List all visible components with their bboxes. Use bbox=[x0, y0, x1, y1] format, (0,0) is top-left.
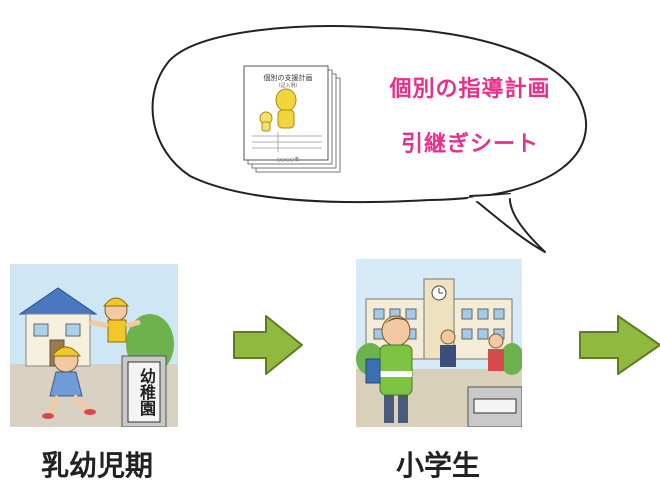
progress-arrow-icon bbox=[579, 315, 660, 375]
kindergarten-illustration: 幼稚園 bbox=[10, 264, 178, 427]
kindergarten-sign: 幼稚園 bbox=[137, 368, 156, 416]
student-child-icon bbox=[440, 329, 504, 371]
booklet-mascot-icon bbox=[259, 88, 297, 132]
booklet-title: 個別の支援計画 bbox=[263, 74, 313, 82]
booklet-footer: ○○○○市 bbox=[276, 157, 300, 163]
student-boy-icon bbox=[365, 315, 413, 423]
stage-label-elementary: 小学生 bbox=[395, 449, 480, 482]
stage-label-infancy: 乳幼児期 bbox=[40, 449, 153, 482]
handover-sheet-label: 引継ぎシート bbox=[400, 132, 539, 157]
progress-arrow-icon bbox=[233, 315, 303, 375]
support-plan-booklet: 個別の支援計画 （記入例） ○○○○市 bbox=[238, 62, 350, 174]
elementary-school-illustration bbox=[356, 259, 522, 427]
booklet-subtitle: （記入例） bbox=[275, 83, 301, 89]
individual-teaching-plan-label: 個別の指導計画 bbox=[389, 77, 551, 102]
child-girl-icon bbox=[42, 346, 96, 419]
child-runner-icon bbox=[89, 297, 141, 343]
